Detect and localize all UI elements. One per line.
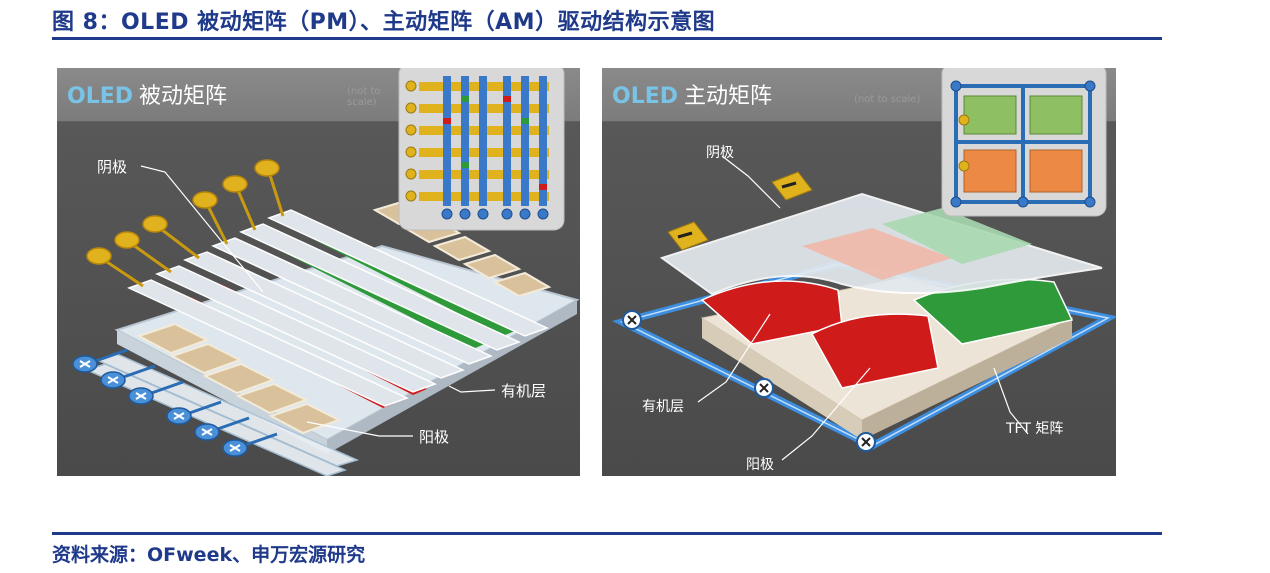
am-heading-text: 主动矩阵 bbox=[684, 84, 773, 109]
pm-oled-text: OLED bbox=[67, 84, 134, 109]
pm-heading-text: 被动矩阵 bbox=[139, 84, 228, 109]
am-note: (not to scale) bbox=[854, 94, 921, 105]
minus-terminal-icon bbox=[100, 171, 285, 288]
pm-organic-label: 有机层 bbox=[501, 382, 547, 400]
pm-inset bbox=[398, 68, 565, 231]
am-cathode-label: 阴极 bbox=[706, 145, 734, 161]
pm-illustration bbox=[57, 68, 580, 476]
figure-title: 图 8：OLED 被动矩阵（PM）、主动矩阵（AM）驱动结构示意图 bbox=[52, 10, 716, 35]
figure-source: 资料来源：OFweek、申万宏源研究 bbox=[52, 544, 366, 566]
source-rule bbox=[52, 532, 1162, 535]
cathode-strips bbox=[127, 209, 549, 407]
am-illustration bbox=[602, 68, 1116, 476]
am-tft-label: TFT 矩阵 bbox=[1006, 421, 1064, 437]
organic-pieces bbox=[700, 278, 1074, 389]
pm-note: (not to scale) bbox=[347, 86, 381, 108]
x-terminal-icon bbox=[72, 348, 278, 457]
x-terminal-icon bbox=[622, 310, 876, 452]
pm-anode-label: 阳极 bbox=[419, 428, 450, 446]
anode-pads bbox=[136, 199, 552, 435]
pm-cathode-label: 阴极 bbox=[97, 158, 128, 176]
am-oled-text: OLED bbox=[612, 84, 679, 109]
am-anode-label: 阳极 bbox=[746, 457, 774, 473]
title-rule bbox=[52, 37, 1162, 40]
minus-terminal-icon bbox=[667, 171, 813, 251]
am-organic-label: 有机层 bbox=[642, 399, 684, 415]
am-inset bbox=[941, 68, 1107, 217]
